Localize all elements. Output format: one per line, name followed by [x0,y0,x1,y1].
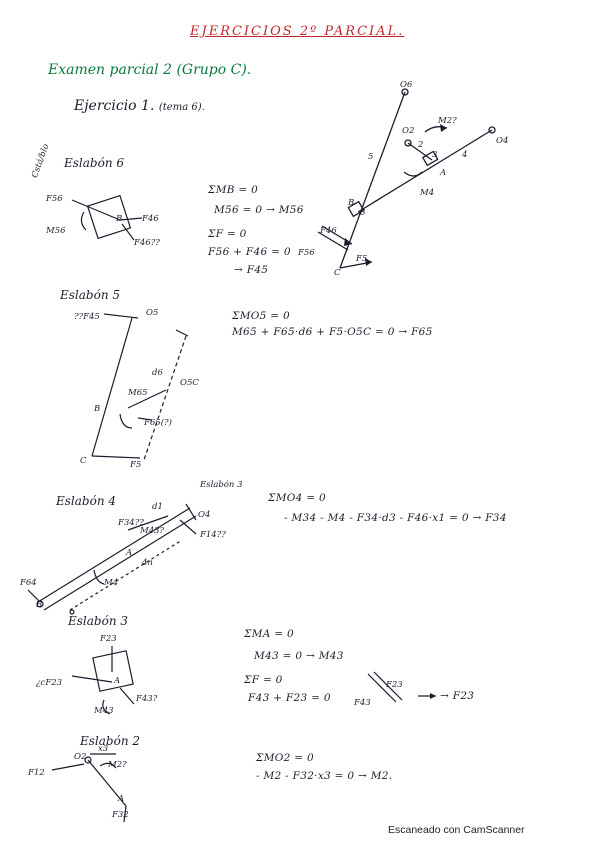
eslabon4-label-d1: d1 [152,502,163,512]
eslabon5-eq-2: M65 + F65·d6 + F5·O5C = 0 → F65 [232,326,433,338]
eslabon5-label-o5: O5 [146,308,159,318]
eslabon3-eq-2: M43 = 0 → M43 [254,650,344,662]
label-2: 2 [418,140,424,150]
label-f5: F5 [356,254,368,264]
eslabon5-label-o5c: O5C [180,378,199,388]
eslabon4-eq-2: - M34 - M4 - F34·d3 - F46·x1 = 0 → F34 [284,512,507,524]
label-o4: O4 [496,136,509,146]
link-4 [357,129,493,213]
eslabon3-label-m43: M43 [94,706,114,716]
eslabon2-label-m2: M2? [108,760,127,770]
label-f56: F56 [298,248,315,258]
label-a: A [440,168,447,178]
eslabon6-eq-1: ΣMB = 0 [208,184,259,196]
eslabon3-label-f23: F23 [100,634,117,644]
eslabon5-label-f65: F65(?) [144,418,172,428]
eslabon2-eq-1: ΣMO2 = 0 [256,752,315,764]
eslabon2-label-f12: F12 [28,768,45,778]
eslabon2-label-f32: F32 [112,810,129,820]
eslabon4-label-m43: M43? [140,526,165,536]
exercise-number: Ejercicio 1. [74,98,155,114]
eslabon4-label-f34: F34?? [118,518,144,528]
eslabon2-label-a: A [118,794,125,804]
label-m4: M4 [420,188,435,198]
link-2 [407,142,433,161]
eslabon3-label-a: A [114,676,121,686]
eslabon5-label-c: C [80,456,87,466]
eslabon4-label-f14: F14?? [200,530,226,540]
exercise-heading: Ejercicio 1. (tema 6). [74,98,205,114]
eslabon2-label-x3: x3 [98,744,109,754]
label-c: C [334,268,341,278]
label-6: 6 [360,208,366,218]
eslabon6-eq-5: → F45 [234,264,269,276]
eslabon6-label-b: B [116,214,123,224]
slider-6 [347,200,365,218]
eslabon4-label-f64: F64 [20,578,37,588]
eslabon3-label-f43-left: F43 [354,698,371,708]
eslabon4-label-m4: M4 [104,578,119,588]
eslabon5-label-f5: F5 [130,460,142,470]
exam-line: Examen parcial 2 (Grupo C). [48,62,252,78]
eslabon6-eq-3: ΣF = 0 [208,228,247,240]
eslabon2-eq-2: - M2 - F32·x3 = 0 → M2. [256,770,393,782]
eslabon4-label-o4: O4 [198,510,211,520]
label-f46: F46 [320,226,337,236]
eslabon5-label-f45: ??F45 [74,312,100,322]
slider-3 [421,150,439,167]
eslabon6-label-f56: F56 [46,194,63,204]
eslabon6-label-f46: F46 [142,214,159,224]
eslabon2-label-o2: O2 [74,752,87,762]
eslabon5-label-m65: M65 [128,388,148,398]
eslabon4-eq-1: ΣMO4 = 0 [268,492,327,504]
eslabon4-subtitle: Eslabón 3 [200,480,243,490]
scanner-watermark: Escaneado con CamScanner [388,824,525,836]
eslabon6-label-f46q: F46?? [134,238,160,248]
eslabon5-label-b: B [94,404,101,414]
eslabon3-eq-3: ΣF = 0 [244,674,283,686]
eslabon3-label-f23-right: F23 [386,680,403,690]
eslabon6-eq-4: F56 + F46 = 0 [208,246,291,258]
eslabon5-label-d6: d6 [152,368,163,378]
eslabon3-eq-1: ΣMA = 0 [244,628,295,640]
label-5: 5 [368,152,374,162]
label-o2: O2 [402,126,415,136]
eslabon5-eq-1: ΣMO5 = 0 [232,310,291,322]
label-o6: O6 [400,80,413,90]
eslabon5-title: Eslabón 5 [60,288,120,302]
exercise-topic: (tema 6). [158,102,205,113]
eslabon4-label-b: B [36,600,43,610]
eslabon6-label-m56: M56 [46,226,66,236]
eslabon3-label-cf23: ¿cF23 [36,678,63,688]
eslabon4-title: Eslabón 4 [56,494,116,508]
page-title: EJERCICIOS 2º PARCIAL. [190,24,405,39]
eslabon4-label-a: A [126,548,133,558]
eslabon6-title: Eslabón 6 [64,156,124,170]
eslabon6-eq-2: M56 = 0 → M56 [214,204,304,216]
label-4: 4 [462,150,468,160]
eslabon4-label-4n: 4n [142,558,153,568]
eslabon3-title: Eslabón 3 [68,614,128,628]
eslabon3-eq-result: → F23 [440,690,475,702]
eslabon2-title: Eslabón 2 [80,734,140,748]
eslabon3-label-f43: F43? [136,694,158,704]
label-b: B [348,198,355,208]
eslabon3-eq-4: F43 + F23 = 0 [248,692,331,704]
link-5 [339,91,406,269]
label-3: 3 [432,150,438,160]
label-m2: M2? [438,116,457,126]
